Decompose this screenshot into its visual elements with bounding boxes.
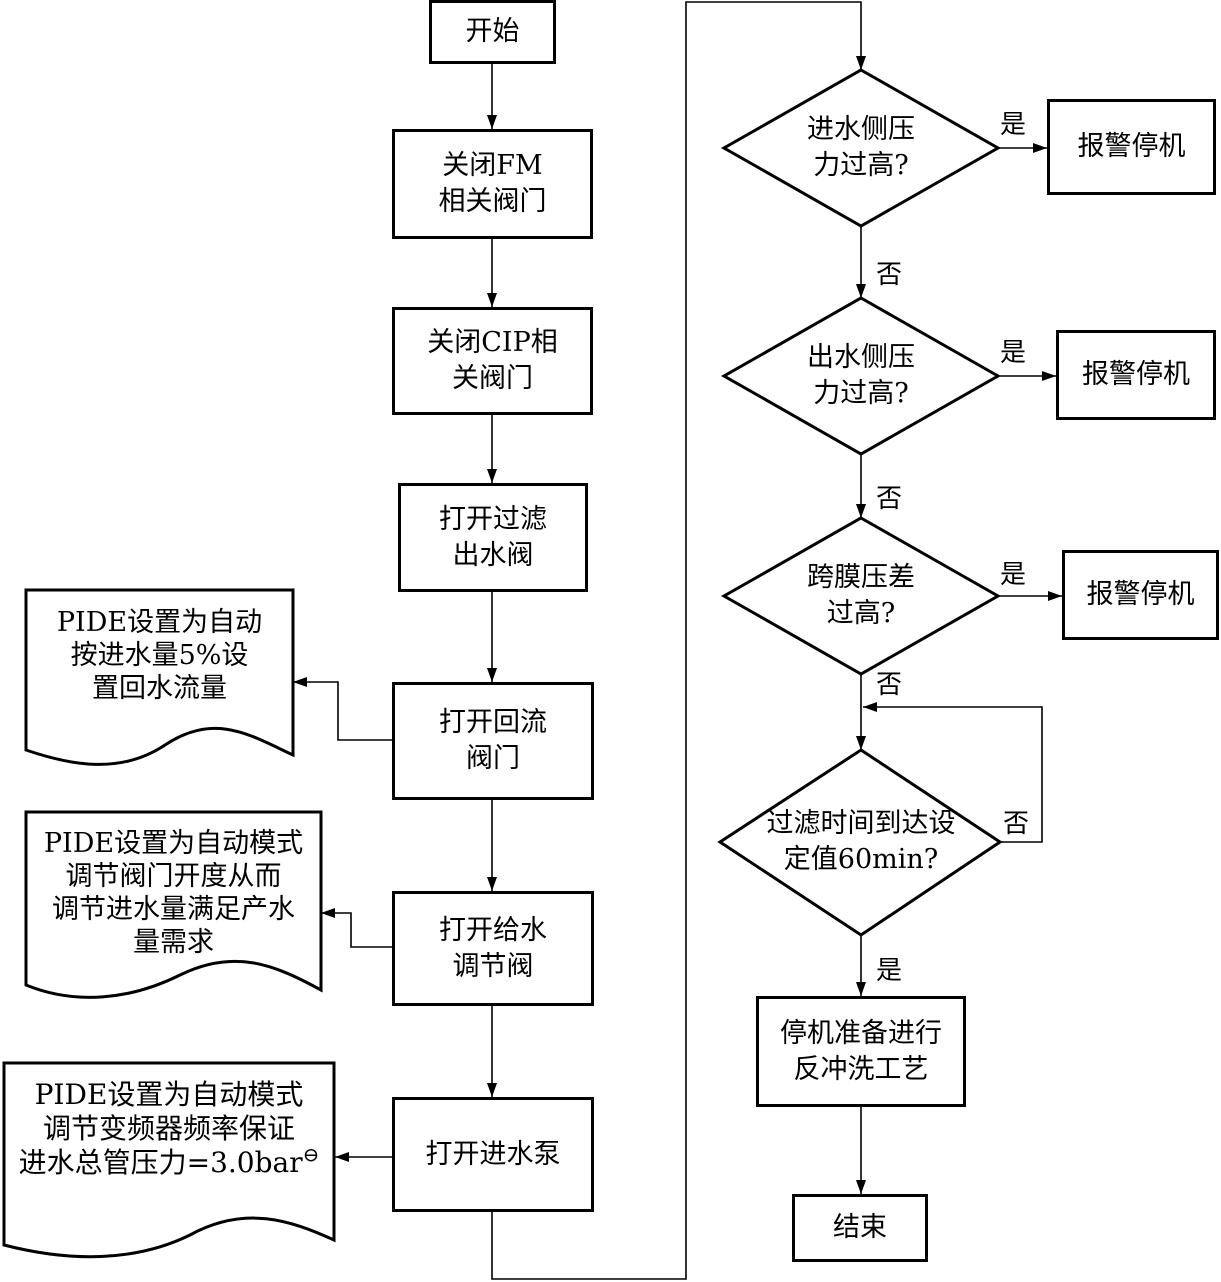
note2-line3: 调节进水量满足产水 xyxy=(52,894,295,925)
decision2-diamond xyxy=(720,296,1002,456)
start-label: 开始 xyxy=(465,16,520,47)
decision4-text: 过滤时间到达设 定值60min? xyxy=(740,804,982,880)
note2-line2: 调节阀门开度从而 xyxy=(65,861,282,892)
alarm3-box: 报警停机 xyxy=(1062,550,1219,640)
decision4-diamond xyxy=(717,748,1003,937)
alarm1-box: 报警停机 xyxy=(1047,99,1216,195)
decision3-text: 跨膜压差 过高? xyxy=(760,558,962,634)
step3-box: 打开过滤 出水阀 xyxy=(398,483,588,592)
decision3-label-line1: 跨膜压差 xyxy=(807,562,915,593)
no-label-1: 否 xyxy=(876,260,903,290)
note2-text: PIDE设置为自动模式 调节阀门开度从而 调节进水量满足产水 量需求 xyxy=(26,827,321,959)
step7-label-line1: 停机准备进行 xyxy=(780,1017,942,1049)
alarm1-label: 报警停机 xyxy=(1077,131,1186,162)
step5-label-line1: 打开给水 xyxy=(439,914,547,946)
note2-shape xyxy=(24,810,323,999)
no-label-3: 否 xyxy=(876,670,903,700)
note3-line3: 进水总管压力=3.0bar xyxy=(18,1146,303,1179)
arrow-step6-to-decision1 xyxy=(491,1,866,1280)
decision1-diamond xyxy=(720,68,1002,228)
note1-line2: 按进水量5%设 xyxy=(70,640,249,671)
note1-line3: 置回水流量 xyxy=(92,673,227,704)
note3-line2: 调节变频器频率保证 xyxy=(42,1112,295,1145)
step1-label-line1: 关闭FM xyxy=(442,150,543,181)
note1-shape xyxy=(24,588,295,766)
decision2-text: 出水侧压 力过高? xyxy=(760,338,962,414)
yes-label-1: 是 xyxy=(1000,110,1027,140)
step4-box: 打开回流 阀门 xyxy=(392,682,594,800)
step7-box: 停机准备进行 反冲洗工艺 xyxy=(756,996,966,1107)
step7-label-line2: 反冲洗工艺 xyxy=(793,1053,929,1085)
decision2-label-line2: 力过高? xyxy=(813,378,909,409)
alarm2-box: 报警停机 xyxy=(1056,330,1216,420)
step2-label-line2: 关阀门 xyxy=(452,363,533,394)
step5-label-line2: 调节阀 xyxy=(452,950,534,982)
arrow-step5-to-note2 xyxy=(321,908,393,948)
decision1-label-line1: 进水侧压 xyxy=(807,114,915,145)
note2-line4: 量需求 xyxy=(133,927,214,958)
yes-label-2: 是 xyxy=(1000,338,1027,368)
step1-label-line2: 相关阀门 xyxy=(438,186,547,217)
note2-line1: PIDE设置为自动模式 xyxy=(43,828,304,859)
decision3-label-line2: 过高? xyxy=(826,598,896,629)
note1-line1: PIDE设置为自动 xyxy=(56,607,263,638)
step4-label-line2: 阀门 xyxy=(466,743,520,774)
note1-text: PIDE设置为自动 按进水量5%设 置回水流量 xyxy=(26,606,293,705)
step3-label-line1: 打开过滤 xyxy=(439,503,547,535)
decision3-diamond xyxy=(720,516,1002,676)
step2-box: 关闭CIP相 关阀门 xyxy=(392,307,593,415)
no-label-2: 否 xyxy=(876,484,903,514)
end-label: 结束 xyxy=(833,1212,887,1243)
step2-label-line1: 关闭CIP相 xyxy=(427,327,558,358)
step6-box: 打开进水泵 xyxy=(392,1097,594,1212)
yes-label-3: 是 xyxy=(1000,560,1027,590)
decision1-text: 进水侧压 力过高? xyxy=(760,110,962,186)
step5-box: 打开给水 调节阀 xyxy=(392,891,594,1006)
decision1-label-line2: 力过高? xyxy=(813,150,909,181)
arrow-step4-to-note1 xyxy=(293,677,393,741)
yes-label-4: 是 xyxy=(876,956,903,986)
decision4-label-line2: 定值60min? xyxy=(783,844,939,875)
decision4-label-line1: 过滤时间到达设 xyxy=(766,808,956,839)
step4-label-line1: 打开回流 xyxy=(439,707,547,738)
no-label-4: 否 xyxy=(1003,809,1030,839)
note3-line3-wrap: 进水总管压力=3.0bar⊖ xyxy=(18,1142,320,1180)
end-box: 结束 xyxy=(792,1194,928,1262)
start-box: 开始 xyxy=(429,0,556,64)
step1-box: 关闭FM 相关阀门 xyxy=(392,129,593,239)
step3-label-line2: 出水阀 xyxy=(452,539,534,571)
alarm3-label: 报警停机 xyxy=(1086,579,1195,610)
step6-label: 打开进水泵 xyxy=(425,1138,561,1170)
decision2-label-line1: 出水侧压 xyxy=(807,342,915,373)
arrow-decision4-no-loop xyxy=(863,702,1043,843)
alarm2-label: 报警停机 xyxy=(1082,359,1190,390)
note3-text: PIDE设置为自动模式 调节变频器频率保证 进水总管压力=3.0bar⊖ xyxy=(4,1078,334,1180)
footnote-mark: ⊖ xyxy=(302,1142,320,1167)
note3-line1: PIDE设置为自动模式 xyxy=(34,1078,304,1111)
note3-shape xyxy=(2,1061,336,1259)
